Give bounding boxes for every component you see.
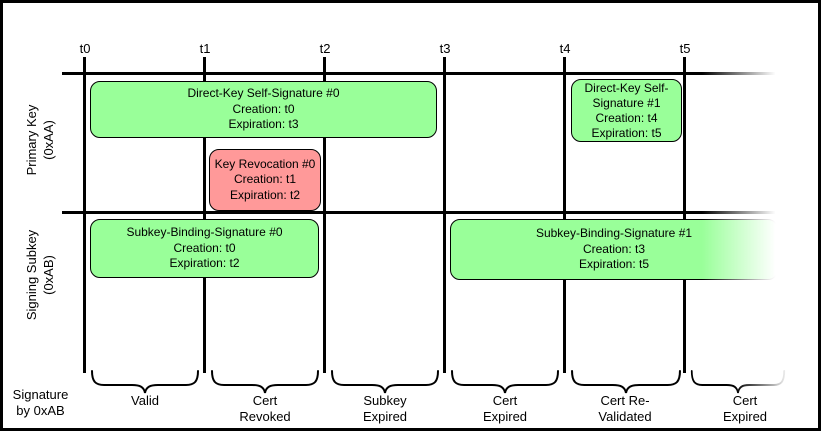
segment-line: Cert <box>732 393 758 408</box>
box-title: Direct-Key Self-Signature #0 <box>187 86 340 101</box>
box-expiration: Expiration: t2 <box>169 256 240 271</box>
box-direct-key-self-signature-1: Direct-Key Self-Signature #1 Creation: t… <box>571 79 682 142</box>
underbrace-cert-revoked <box>211 370 319 394</box>
tick-label-t1: t1 <box>199 41 211 56</box>
underbrace-valid <box>91 370 199 394</box>
tick-label-t0: t0 <box>79 41 91 56</box>
box-subkey-binding-signature-0: Subkey-Binding-Signature #0 Creation: t0… <box>90 219 319 278</box>
row-key-id: (0xAA) <box>41 120 56 160</box>
box-title: Subkey-Binding-Signature #0 <box>126 225 283 240</box>
segment-line: Expired <box>362 409 408 424</box>
segment-line: Valid <box>131 393 159 408</box>
box-creation: Creation: t1 <box>233 172 297 187</box>
segment-line: Cert Re- <box>600 393 650 408</box>
segment-label-valid: Valid <box>85 393 205 409</box>
segment-line: Expired <box>722 409 768 424</box>
box-expiration: Expiration: t5 <box>591 125 662 140</box>
tick-line-t3 <box>443 57 446 373</box>
underbrace-cert-expired-1 <box>451 370 559 394</box>
tick-line-t1 <box>203 57 206 373</box>
box-creation: Creation: t3 <box>582 241 646 256</box>
segment-line: Cert <box>252 393 278 408</box>
box-expiration: Expiration: t2 <box>229 187 301 202</box>
tick-line-t4 <box>563 57 566 373</box>
segment-line: Revoked <box>239 409 291 424</box>
underbrace-subkey-expired <box>331 370 439 394</box>
segment-label-cert-revalidated: Cert Re- Validated <box>565 393 685 425</box>
box-key-revocation-0: Key Revocation #0 Creation: t1 Expiratio… <box>209 149 321 211</box>
tick-line-t2 <box>323 57 326 373</box>
box-creation: Creation: t4 <box>595 110 658 125</box>
row-label-primary-key: Primary Key (0xAA) <box>23 70 59 210</box>
timeline-fadeout <box>702 58 782 308</box>
signing-subkey-timeline-line <box>62 211 775 214</box>
primary-key-timeline-line <box>62 72 775 75</box>
signature-by-label: Signature by 0xAB <box>3 387 78 419</box>
box-creation: Creation: t0 <box>232 101 295 116</box>
segment-label-subkey-expired: Subkey Expired <box>325 393 445 425</box>
underbrace-cert-revalidated <box>571 370 681 394</box>
segment-line: Validated <box>598 409 652 424</box>
tick-label-t4: t4 <box>559 41 571 56</box>
signature-by-line1: Signature <box>12 387 69 402</box>
box-creation: Creation: t0 <box>173 240 236 255</box>
segment-label-cert-revoked: Cert Revoked <box>205 393 325 425</box>
tick-line-t0 <box>83 57 86 373</box>
box-title: Direct-Key Self-Signature #1 <box>584 80 669 110</box>
segment-line: Subkey <box>363 393 407 408</box>
tick-line-t5 <box>683 57 686 373</box>
row-key-id: (0xAB) <box>41 255 56 295</box>
tick-label-t5: t5 <box>679 41 691 56</box>
tick-label-t2: t2 <box>319 41 331 56</box>
box-title: Key Revocation #0 <box>214 156 316 171</box>
segment-label-cert-expired-1: Cert Expired <box>445 393 565 425</box>
box-title: Subkey-Binding-Signature #1 <box>535 226 693 241</box>
segment-line: Expired <box>482 409 528 424</box>
box-expiration: Expiration: t3 <box>228 117 299 132</box>
row-name: Primary Key <box>24 104 39 176</box>
box-direct-key-self-signature-0: Direct-Key Self-Signature #0 Creation: t… <box>90 81 437 138</box>
segment-line: Cert <box>492 393 518 408</box>
signature-by-line2: by 0xAB <box>16 403 65 418</box>
tick-label-t3: t3 <box>439 41 451 56</box>
brace-fadeout <box>736 364 794 395</box>
row-label-signing-subkey: Signing Subkey (0xAB) <box>23 205 59 345</box>
row-name: Signing Subkey <box>24 229 39 321</box>
box-expiration: Expiration: t5 <box>578 257 650 272</box>
segment-label-cert-expired-2: Cert Expired <box>685 393 805 425</box>
